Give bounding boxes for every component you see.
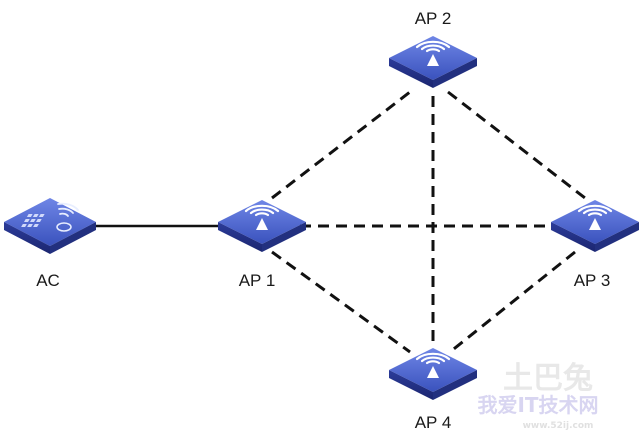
link-ap1-ap2: [271, 90, 411, 200]
watermark-url: www.52ij.com: [523, 421, 594, 431]
watermark-line2: 我爱IT技术网: [477, 393, 598, 417]
node-ac: [3, 197, 97, 255]
wireless-ap-icon: [216, 198, 308, 254]
ap2-label: AP 2: [415, 9, 452, 28]
wireless-ap-icon: [387, 346, 479, 402]
link-ap2-ap3: [447, 90, 586, 200]
watermark-line1: 土巴兔: [503, 361, 593, 396]
access-controller-icon: [3, 197, 97, 255]
wireless-ap-icon: [549, 198, 640, 254]
node-ap2: [387, 34, 479, 90]
ac-label: AC: [36, 271, 60, 290]
ap4-label: AP 4: [415, 413, 452, 432]
node-ap1: [216, 198, 308, 254]
node-ap4: [387, 346, 479, 402]
link-ap3-ap4: [449, 250, 576, 354]
link-ap1-ap4: [271, 250, 411, 354]
node-ap3: [549, 198, 640, 254]
watermark: 土巴兔 我爱IT技术网 www.52ij.com: [477, 361, 598, 431]
links-layer: [92, 90, 586, 354]
wireless-ap-icon: [387, 34, 479, 90]
ap1-label: AP 1: [239, 271, 276, 290]
ap3-label: AP 3: [574, 271, 611, 290]
